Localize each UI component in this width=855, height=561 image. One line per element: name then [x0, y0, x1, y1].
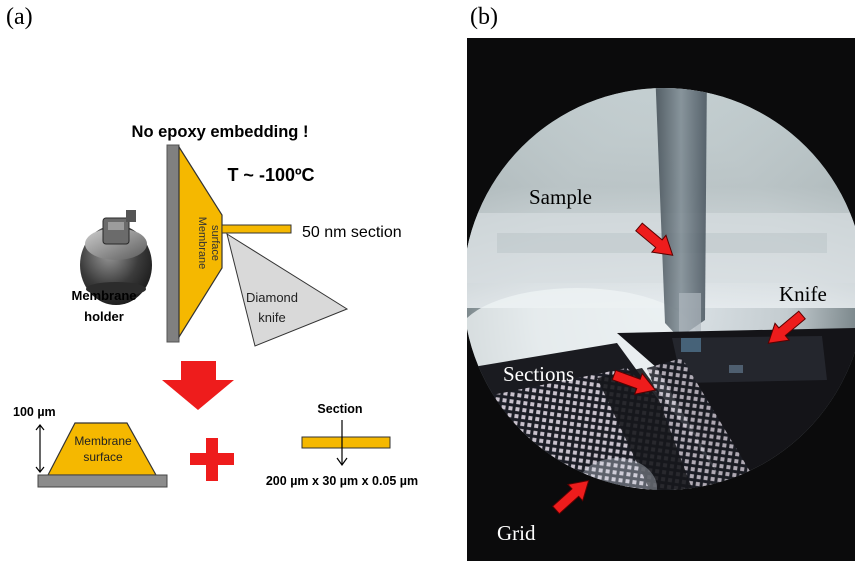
sections-label: Sections: [503, 362, 574, 386]
membrane-surface-shape: [178, 144, 223, 340]
membrane-surface-label-line1: Membrane: [196, 217, 208, 270]
bottom-membrane-shape: [47, 422, 158, 476]
knife-arrow-icon: [767, 310, 806, 344]
panel-b-photo: Sample Knife Sections Grid: [467, 38, 855, 561]
plus-icon: [190, 438, 234, 481]
sample-label: Sample: [529, 185, 592, 209]
diamond-knife-label-line1: Diamond: [246, 290, 298, 305]
diamond-knife-label-line2: knife: [258, 310, 285, 325]
height-label: 100 µm: [13, 405, 56, 419]
membrane-holder-image: [80, 210, 152, 305]
panel-a-diagram: No epoxy embedding ! T ~ -100ºC Membrane…: [13, 123, 418, 488]
holder-bar: [166, 144, 180, 343]
grid-label: Grid: [497, 521, 536, 545]
bottom-membrane-label-line2: surface: [83, 450, 123, 464]
membrane-holder-label-line2: holder: [84, 309, 124, 324]
section-rectangle: [301, 436, 391, 449]
panel-a-label: (a): [6, 4, 33, 30]
grid-arrow-icon: [551, 479, 590, 515]
no-epoxy-title: No epoxy embedding !: [132, 123, 309, 141]
sections-arrow-icon: [611, 369, 657, 395]
bottom-membrane-label-line1: Membrane: [74, 434, 132, 448]
temperature-label: T ~ -100ºC: [227, 165, 314, 185]
diamond-knife-shape: [226, 232, 349, 347]
section-strip: [221, 224, 292, 234]
membrane-surface-label-line2: surface: [209, 225, 221, 261]
section-title: Section: [317, 402, 362, 416]
section-dimensions-label: 200 µm x 30 µm x 0.05 µm: [266, 474, 418, 488]
down-arrow-icon: [162, 361, 234, 410]
sample-arrow-icon: [635, 222, 674, 256]
knife-label: Knife: [779, 282, 827, 306]
substrate-base: [37, 474, 168, 488]
panel-b-label: (b): [470, 4, 498, 30]
section-thickness-label: 50 nm section: [302, 224, 402, 241]
membrane-holder-label-line1: Membrane: [71, 288, 136, 303]
